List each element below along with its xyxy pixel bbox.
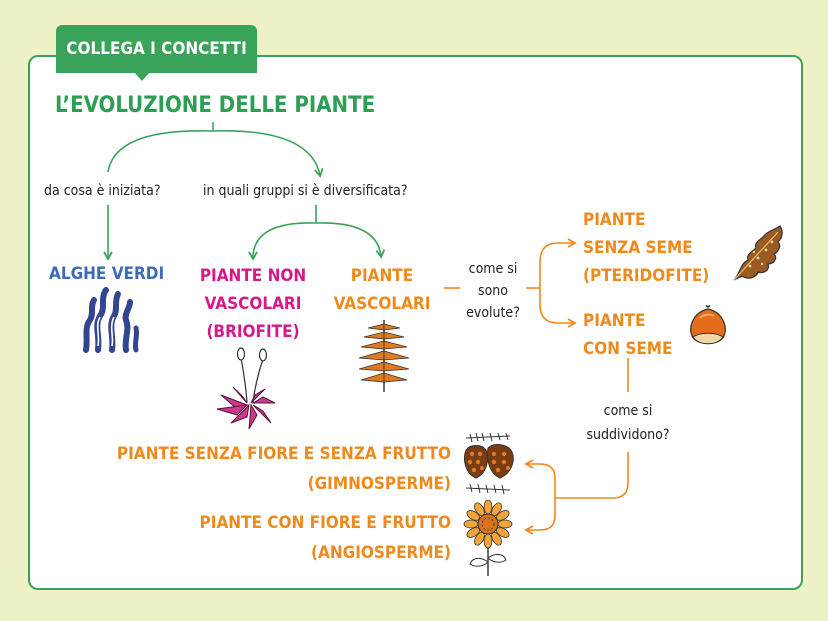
divided-connector	[524, 358, 629, 535]
node-line: (ANGIOSPERME)	[311, 543, 451, 563]
node-alghe-verdi: ALGHE VERDI	[49, 264, 165, 284]
node-piante-vascolari: PIANTE VASCOLARI	[326, 262, 438, 318]
content-card	[28, 55, 803, 590]
fern-icon	[358, 320, 410, 392]
evolved-connector	[444, 238, 577, 328]
node-line: PIANTE CON FIORE E FRUTTO	[199, 513, 451, 533]
node-gimnosperme: PIANTE SENZA FIORE E SENZA FRUTTO (GIMNO…	[96, 439, 451, 499]
header-tab: COLLEGA I CONCETTI	[56, 25, 257, 73]
node-line: PIANTE SENZA FIORE E SENZA FRUTTO	[116, 444, 451, 464]
oak-leaf-icon	[733, 225, 783, 281]
node-line: VASCOLARI	[204, 294, 302, 314]
question-start: da cosa è iniziata?	[44, 183, 161, 199]
node-angiosperme: PIANTE CON FIORE E FRUTTO (ANGIOSPERME)	[150, 508, 451, 568]
node-line: (GIMNOSPERME)	[307, 474, 451, 494]
node-piante-non-vascolari: PIANTE NON VASCOLARI (BRIOFITE)	[190, 262, 316, 346]
header-tab-notch	[134, 72, 150, 81]
page-title: L’EVOLUZIONE DELLE PIANTE	[55, 93, 376, 118]
node-line: PIANTE	[583, 311, 646, 331]
node-line: (BRIOFITE)	[206, 322, 300, 342]
question-line: sono	[478, 283, 508, 299]
node-piante-con-seme: PIANTE CON SEME	[583, 307, 672, 363]
groups-branch-connector	[248, 205, 386, 261]
node-line: (PTERIDOFITE)	[583, 266, 710, 286]
node-line: VASCOLARI	[333, 294, 431, 314]
node-line: PIANTE	[350, 266, 414, 286]
node-line: SENZA SEME	[583, 238, 693, 258]
question-groups: in quali gruppi si è diversificata?	[203, 183, 408, 199]
question-line: suddividono?	[586, 427, 670, 443]
chestnut-icon	[690, 305, 726, 345]
question-line: evolute?	[466, 305, 520, 321]
title-branch-connector	[107, 122, 324, 178]
moss-icon	[216, 347, 276, 430]
node-line: PIANTE NON	[199, 266, 307, 286]
algae-icon	[83, 287, 140, 353]
question-evolved: come si sono evolute?	[455, 258, 531, 324]
question-line: come si	[468, 261, 518, 277]
node-line: CON SEME	[583, 339, 673, 359]
question-divided: come si suddividono?	[575, 399, 681, 447]
node-line: PIANTE	[583, 210, 646, 230]
pine-cone-icon	[463, 432, 514, 495]
node-piante-senza-seme: PIANTE SENZA SEME (PTERIDOFITE)	[583, 206, 709, 290]
sunflower-icon	[463, 500, 513, 576]
question-line: come si	[603, 403, 653, 419]
